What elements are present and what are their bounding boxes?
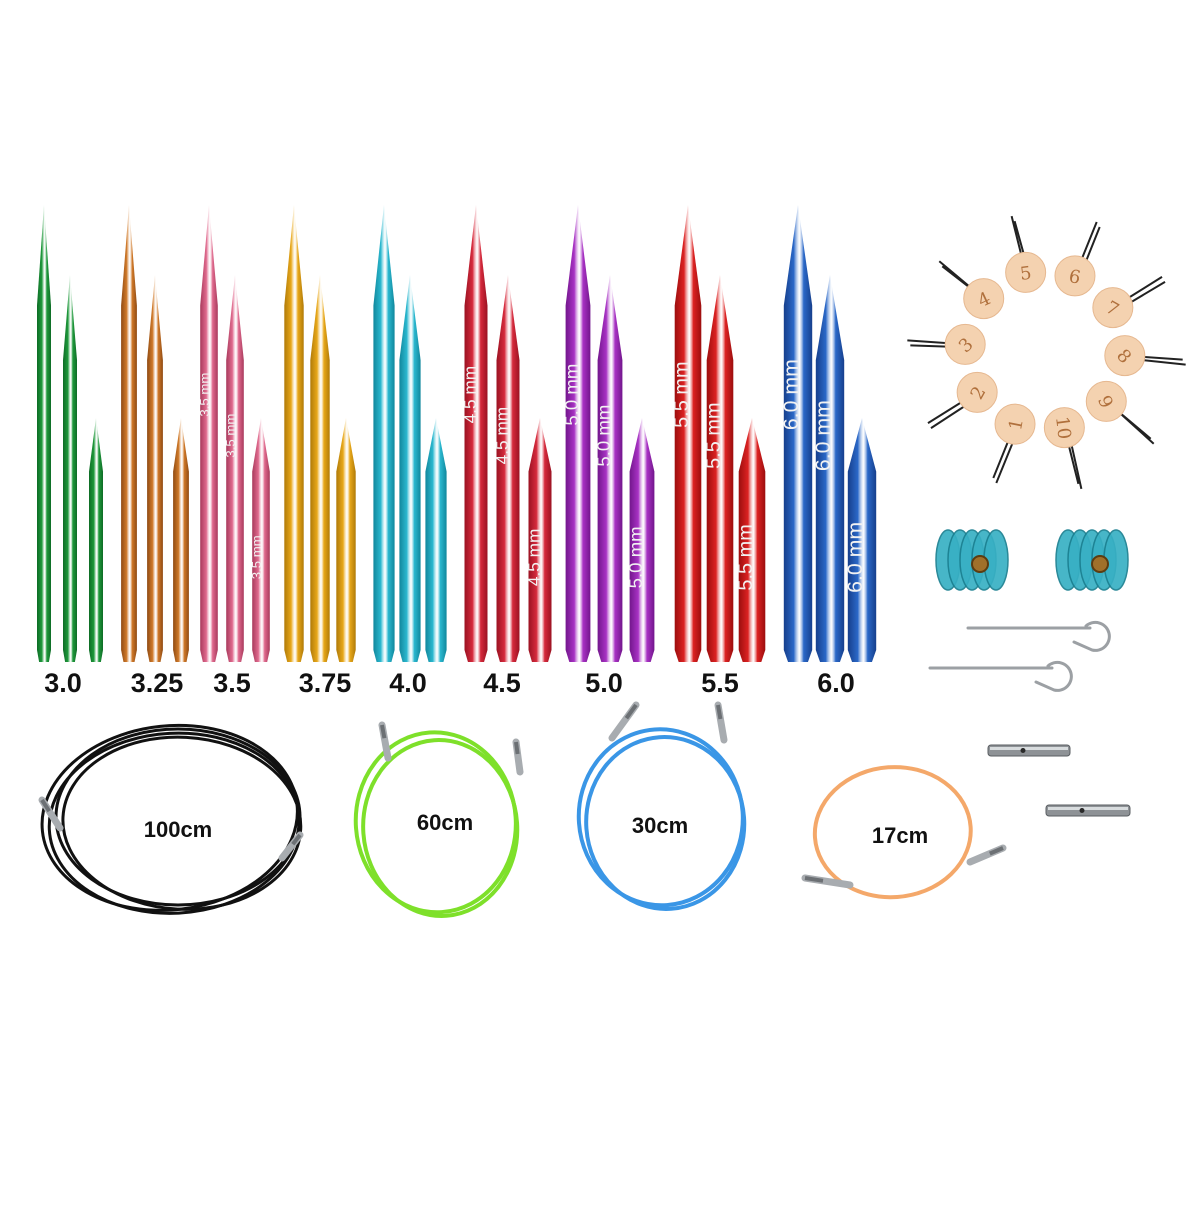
stitch-marker-disc [1054,255,1096,297]
needle-size-mark: 6.0 mm [811,400,835,471]
cable-connector [1045,804,1131,817]
tightening-key [966,620,1111,652]
needle-tip [121,205,137,662]
needle-tip [815,275,845,662]
cables-group [38,701,1007,918]
cable-length-label: 30cm [631,813,689,838]
cable-metal-tip [624,703,638,720]
stitch-marker-number: 6 [1067,266,1082,289]
needle-size-mark: 6.0 mm [779,359,803,430]
needle-tip [173,418,189,662]
needle-tip [783,205,813,662]
needle-tip [528,418,552,662]
stitch-marker-disc [1092,287,1134,329]
needle-size-label: 5.0 [585,668,623,698]
stopper-hole [971,555,989,573]
needle-tip [674,205,702,662]
needle-size-label: 3.25 [130,668,184,698]
stitch-marker-number: 1 [1005,417,1028,432]
cable-coil [584,735,747,911]
needle-size-label: 6.0 [817,668,855,698]
needle-size-mark: 4.5 mm [524,529,544,587]
connector-highlight [1048,807,1128,810]
connector-hole [1079,808,1085,813]
cable-metal-tip [716,704,723,720]
needle-tip [464,205,488,662]
needle-tip [847,418,877,662]
needle-tip [336,418,356,662]
needle-size-label: 3.5 [213,668,251,698]
stitch-marker-disc [956,371,998,413]
needle-tip [738,418,766,662]
needle-size-label: 3.0 [44,668,82,698]
needle-size-mark: 4.5 mm [492,407,512,465]
stitch-marker-disc [1085,380,1127,422]
needle-tip [565,205,591,662]
needle-tip [226,275,244,662]
stitch-marker-disc [1104,335,1146,377]
connector-highlight [990,747,1068,750]
needle-size-label: 4.5 [483,668,521,698]
needle-tip [399,275,421,662]
needle-tips-group: 3.5 mm 3.5 mm 3.5 mm 4.5 mm 4.5 mm 4.5 mm 5.0 … [37,205,877,662]
needle-tip [706,275,734,662]
stitch-marker-disc [994,403,1036,445]
stopper-hole [1091,555,1109,573]
needle-size-mark: 5.0 mm [625,526,646,588]
stitch-marker-number: 5 [1019,263,1033,285]
needle-size-mark: 6.0 mm [843,522,867,593]
needle-tip [597,275,623,662]
stitch-marker-disc [963,278,1005,320]
needle-size-mark: 3.5 mm [223,414,238,458]
needle-size-mark: 3.5 mm [197,373,212,417]
connector-hole [1020,748,1026,753]
needle-size-label: 3.75 [298,668,352,698]
cable-metal-tip [380,724,387,739]
needle-tip [284,205,304,662]
needle-size-mark: 5.5 mm [735,524,757,590]
cable-metal-tip [989,846,1004,856]
tightening-key [928,660,1073,692]
cable-metal-tip [804,876,824,883]
needle-tip [147,275,163,662]
cable-length-label: 17cm [871,823,929,848]
needle-tip [310,275,330,662]
needle-tip [629,418,655,662]
cable-coil [361,738,520,918]
needle-size-mark: 5.0 mm [561,364,582,426]
needle-tip [37,205,51,662]
needle-size-mark: 3.5 mm [249,535,264,579]
cable-coil [61,735,303,911]
needle-size-mark: 5.5 mm [671,361,693,427]
stitch-marker-disc [944,323,986,365]
needle-size-mark: 4.5 mm [460,366,480,424]
cable-length-label: 60cm [416,810,474,835]
needle-tip [89,418,103,662]
needle-tip [63,275,77,662]
cable-connector [987,744,1071,757]
needle-size-mark: 5.5 mm [703,402,725,468]
needle-tip [373,205,395,662]
needle-tip [200,205,218,662]
stitch-marker-number: 10 [1051,415,1075,440]
needle-tip [425,418,447,662]
accessories-group [928,529,1131,817]
stitch-marker-disc [1043,407,1085,449]
cable-metal-tip [40,798,51,813]
cable-coil [812,765,973,900]
stitch-marker-disc [1005,251,1047,293]
needle-tip [496,275,520,662]
cable-metal-tip [291,833,302,846]
needle-size-label: 5.5 [701,668,739,698]
cable-metal-tip [514,741,520,755]
cable-length-label: 100cm [143,817,213,842]
needle-size-label: 4.0 [389,668,427,698]
needle-size-mark: 5.0 mm [593,405,614,467]
needle-tip [252,418,270,662]
